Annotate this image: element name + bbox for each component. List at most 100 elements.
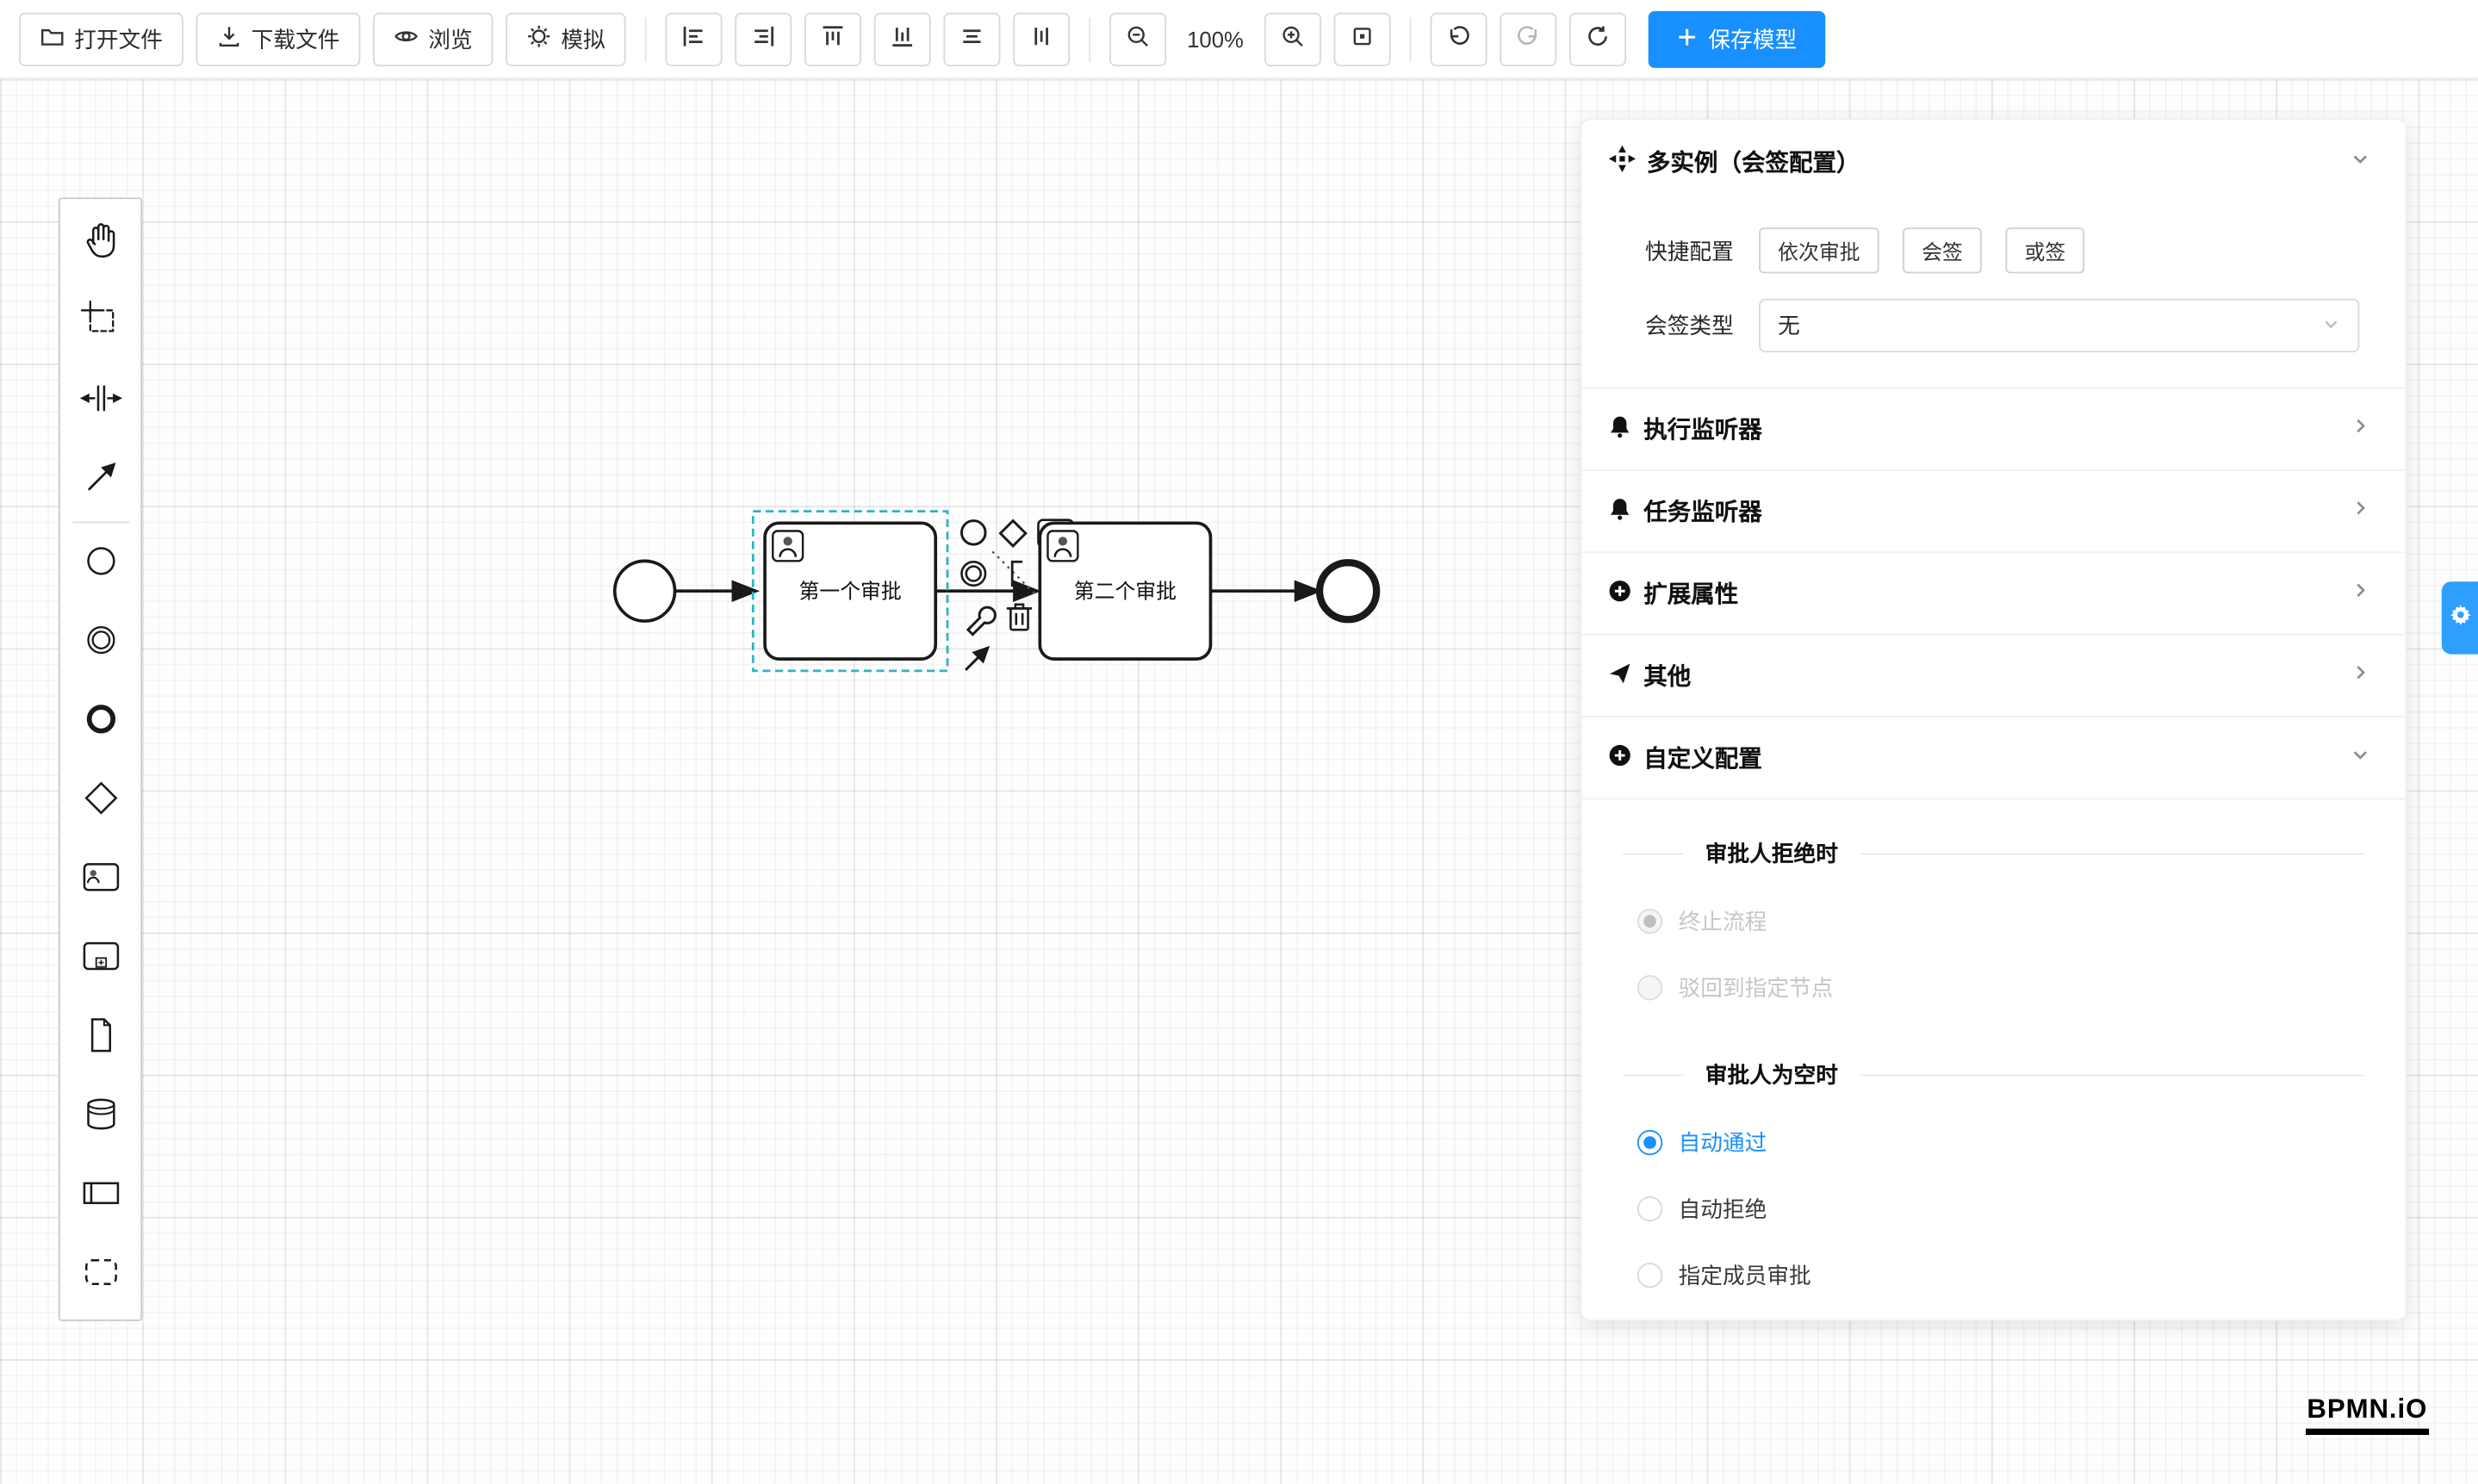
align-right-icon [751,24,776,54]
sequence-flow-3[interactable] [1210,580,1323,603]
undo-icon [1446,24,1471,54]
connect-tool-icon[interactable] [965,645,991,672]
create-end-event[interactable] [63,683,137,762]
simulate-button[interactable]: 模拟 [506,11,626,66]
toolbar-separator [644,16,647,61]
quick-option-countersign[interactable]: 会签 [1903,227,1982,274]
align-bottom-button[interactable] [873,11,931,66]
space-tool-icon [77,374,124,429]
radio-terminate-process[interactable]: 终止流程 [1623,888,2364,954]
radio-auto-pass[interactable]: 自动通过 [1623,1109,2364,1176]
space-tool[interactable] [63,362,137,441]
align-right-button[interactable] [735,11,792,66]
sign-type-select[interactable]: 无 [1759,298,2360,353]
section-label: 任务监听器 [1643,499,1762,526]
radio-assign-member[interactable]: 指定成员审批 [1623,1242,2364,1308]
radio-button[interactable] [1636,975,1663,1001]
radio-label: 自动拒绝 [1678,1195,1767,1222]
radio-auto-reject[interactable]: 自动拒绝 [1623,1176,2364,1242]
plus-circle-icon [1607,578,1632,610]
create-datastore[interactable] [63,1077,137,1157]
simulate-icon [526,24,551,54]
create-gateway[interactable] [63,761,137,841]
global-connect-tool[interactable] [63,441,137,520]
download-icon [216,24,241,54]
sign-type-label: 会签类型 [1645,313,1734,338]
create-group[interactable] [63,1236,137,1315]
create-user-task[interactable] [63,841,137,920]
align-left-button[interactable] [665,11,723,66]
reject-group-divider: 审批人拒绝时 [1623,837,2364,869]
task-1[interactable]: 第一个审批 [763,521,938,661]
wrench-icon[interactable] [966,605,997,636]
eye-icon [394,24,419,54]
section-label: 扩展属性 [1643,581,1739,609]
chevron-down-icon [2321,313,2340,338]
preview-label: 浏览 [428,26,473,52]
intermediate-event-icon [77,616,124,671]
section-custom-config[interactable]: 自定义配置 [1581,717,2406,800]
panel-header-multi-instance[interactable]: 多实例（会签配置） [1582,120,2406,202]
section-extended-properties[interactable]: 扩展属性 [1581,553,2406,636]
start-event[interactable] [612,559,677,623]
zoom-in-button[interactable] [1264,11,1321,66]
palette [58,197,143,1321]
fit-view-button[interactable] [1333,11,1391,66]
align-center-vertical-button[interactable] [1013,11,1071,66]
hand-tool[interactable] [63,204,137,283]
zoom-level: 100% [1187,26,1244,52]
quick-option-sequential[interactable]: 依次审批 [1759,227,1879,274]
section-task-listeners[interactable]: 任务监听器 [1581,471,2406,554]
task-2[interactable]: 第二个审批 [1038,521,1213,661]
save-model-button[interactable]: 保存模型 [1648,9,1826,67]
association-preview [991,550,1038,597]
radio-return-to-node[interactable]: 驳回到指定节点 [1623,954,2364,1021]
refresh-button[interactable] [1568,11,1627,66]
create-document[interactable] [63,999,137,1078]
create-start-event[interactable] [63,525,137,604]
create-intermediate-event[interactable] [63,604,137,683]
preview-button[interactable]: 浏览 [373,11,494,66]
radio-button[interactable] [1636,1195,1663,1222]
align-center-horizontal-icon [960,24,984,54]
zoom-out-icon [1125,24,1150,54]
radio-button[interactable] [1636,1263,1663,1288]
section-execution-listeners[interactable]: 执行监听器 [1581,388,2406,471]
redo-button[interactable] [1500,11,1557,66]
append-intermediate-event-icon[interactable] [960,560,987,587]
empty-group-divider: 审批人为空时 [1623,1059,2364,1090]
settings-tab[interactable] [2441,581,2478,655]
section-other[interactable]: 其他 [1581,636,2406,718]
append-start-event-icon[interactable] [960,519,987,546]
send-icon [1607,660,1632,692]
create-participant[interactable] [63,1157,137,1236]
append-text-annotation-icon[interactable] [1010,560,1023,587]
open-file-button[interactable]: 打开文件 [19,11,183,66]
zoom-out-button[interactable] [1109,11,1167,66]
align-left-icon [681,24,706,54]
create-subprocess[interactable] [63,920,137,999]
sign-type-value: 无 [1778,313,1800,338]
chevron-down-icon [2350,148,2370,175]
quick-option-or-sign[interactable]: 或签 [2005,227,2085,274]
sequence-flow-1[interactable] [674,580,761,603]
lasso-tool[interactable] [63,283,137,362]
bpmn-io-logo[interactable]: BPMN.iO [2305,1394,2430,1436]
download-file-button[interactable]: 下载文件 [196,11,361,66]
chevron-right-icon [2350,580,2370,606]
radio-button[interactable] [1636,1129,1663,1156]
chevron-right-icon [2350,662,2370,689]
start-event-icon [77,537,124,592]
trash-icon[interactable] [1006,603,1033,631]
undo-button[interactable] [1430,11,1487,66]
align-center-horizontal-button[interactable] [943,11,1001,66]
user-task-badge-icon [1046,530,1079,562]
panel-title: 多实例（会签配置） [1646,149,1860,177]
chevron-right-icon [2350,416,2370,443]
subprocess-icon [77,932,124,987]
align-top-button[interactable] [804,11,861,66]
append-gateway-icon[interactable] [998,518,1028,549]
end-event[interactable] [1315,559,1381,624]
radio-button[interactable] [1636,909,1663,934]
